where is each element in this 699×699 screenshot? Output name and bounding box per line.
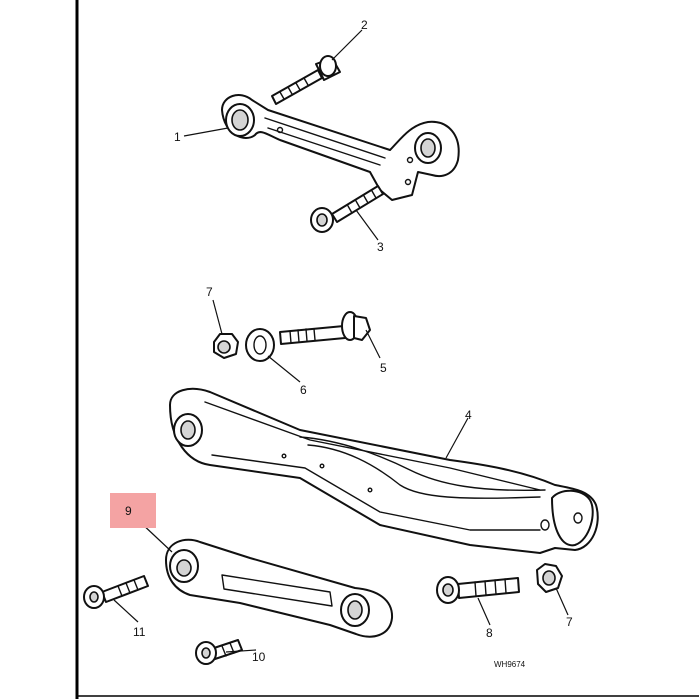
callout-5: 5 <box>380 361 387 375</box>
callout-7-bottom: 7 <box>566 615 573 629</box>
part-4-lower-arm <box>169 387 599 554</box>
part-3-bolt <box>310 185 384 233</box>
part-2-bolt <box>271 55 341 105</box>
callout-10: 10 <box>252 650 266 664</box>
part-7-nut-top <box>213 333 239 359</box>
callout-4: 4 <box>465 408 472 422</box>
callout-3: 3 <box>377 240 384 254</box>
callout-9: 9 <box>125 504 132 518</box>
callout-1: 1 <box>174 130 181 144</box>
part-9-lower-link <box>165 538 394 638</box>
part-11-bolt <box>83 575 149 609</box>
callout-8: 8 <box>486 626 493 640</box>
part-5-bolt <box>279 311 371 345</box>
callout-9-highlight <box>110 493 156 528</box>
part-8-bolt <box>436 576 520 604</box>
callout-7-top: 7 <box>206 285 213 299</box>
callout-6: 6 <box>300 383 307 397</box>
part-10-bolt <box>195 639 243 665</box>
part-7-nut-bottom <box>536 563 563 593</box>
callout-2: 2 <box>361 18 368 32</box>
drawing-code: WH9674 <box>494 660 526 669</box>
part-1-upper-link <box>221 94 460 201</box>
part-6-eccentric-washer <box>245 328 275 362</box>
callout-11: 11 <box>133 625 146 639</box>
